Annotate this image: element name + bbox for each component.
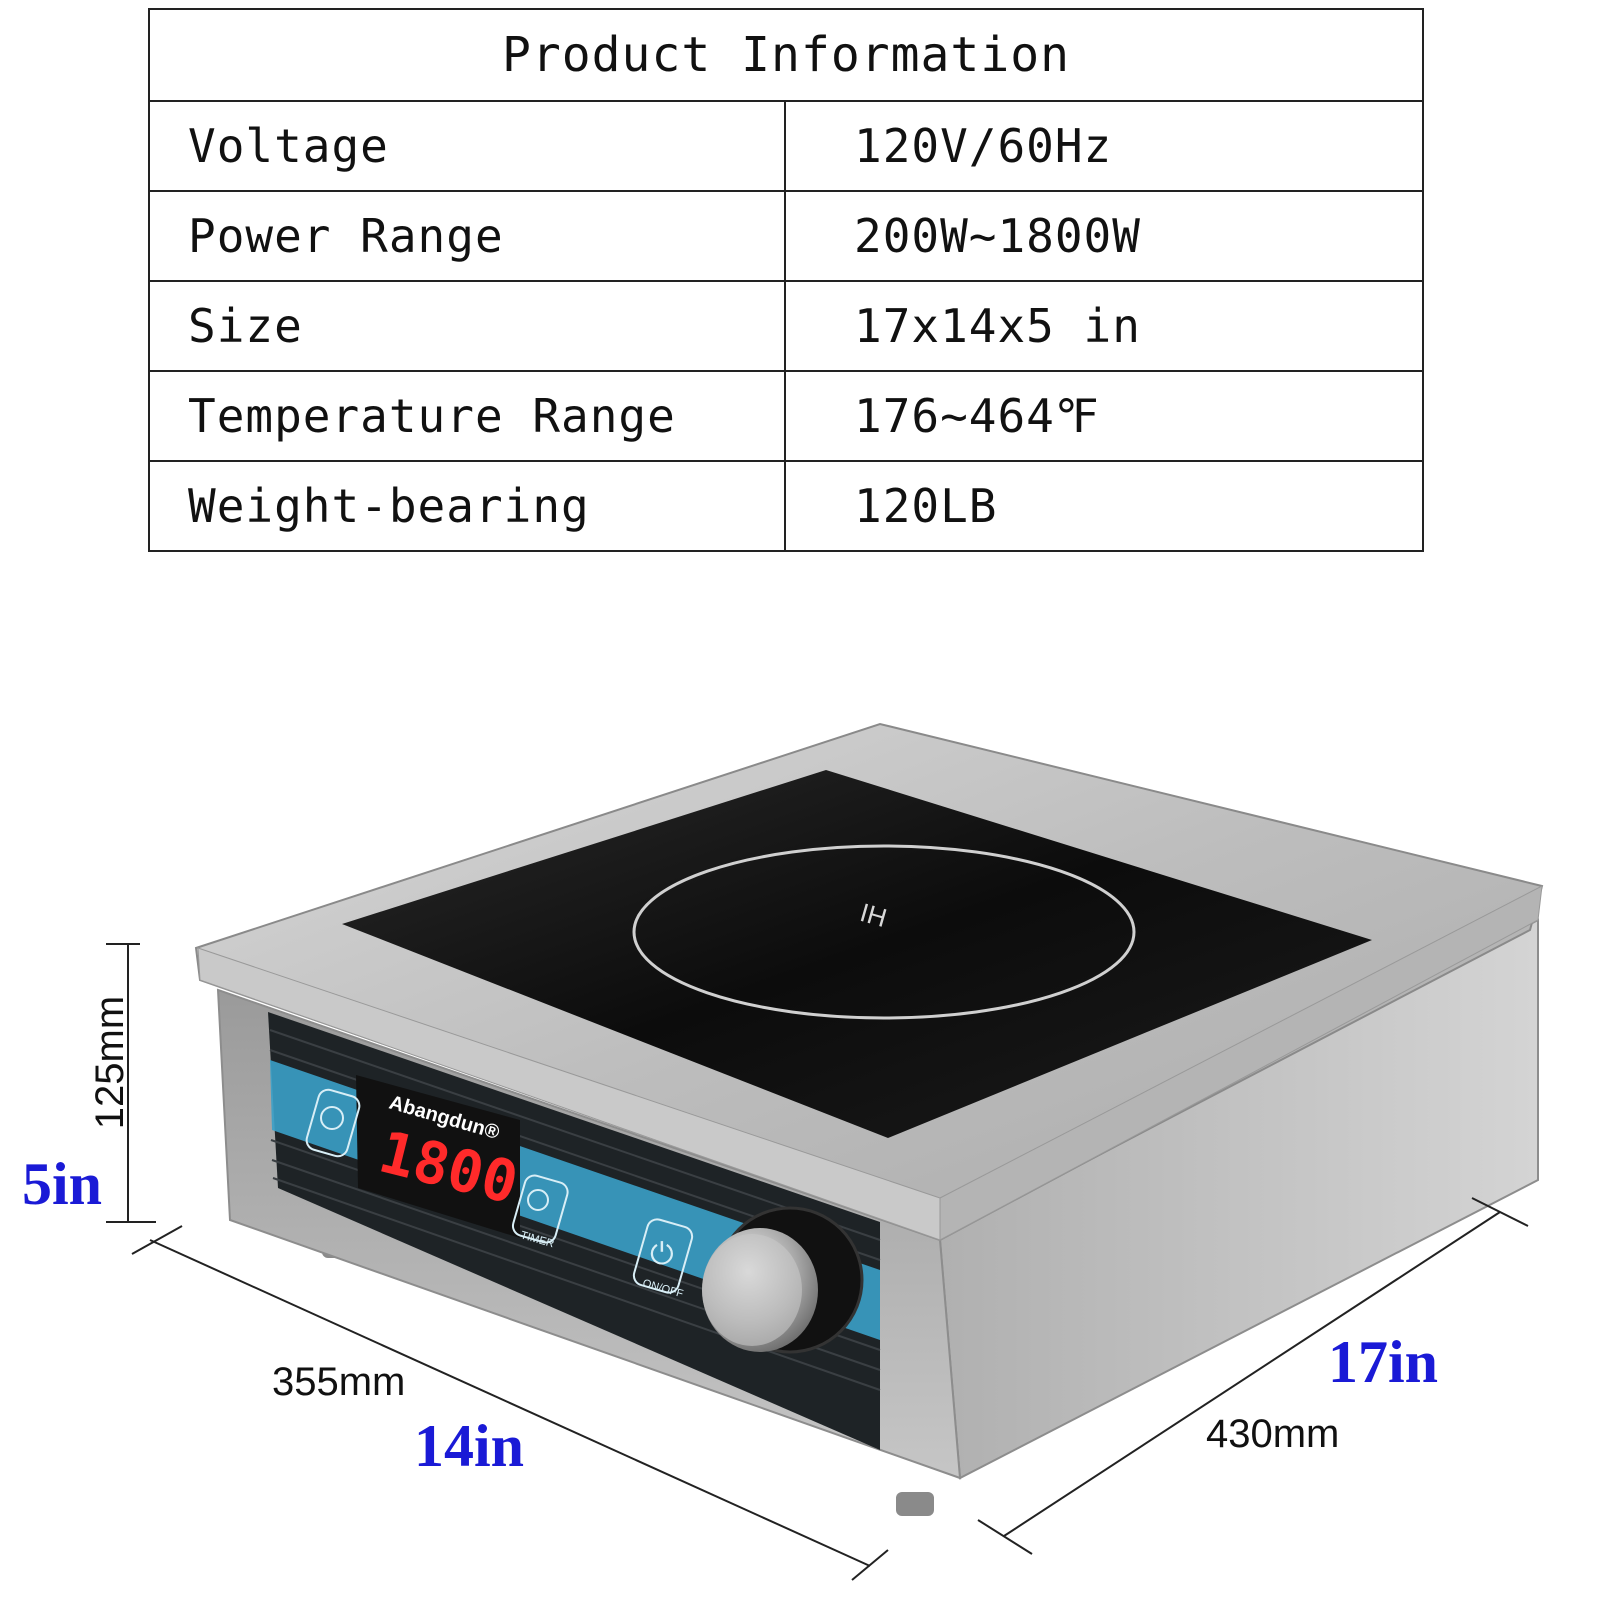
table-title: Product Information [148,8,1424,102]
table-row: Size 17x14x5 in [148,280,1424,372]
power-icon: ⏻ [650,1237,674,1272]
cooking-zone-ring [632,844,1136,1020]
display-frame [356,1075,520,1238]
glass-cooktop [342,770,1372,1138]
depth-dimension-line [977,1197,1529,1555]
row-value: 120LB [784,460,1424,552]
height-dimension-line [106,943,156,1223]
row-label: Size [148,280,786,372]
row-label: Temperature Range [148,370,786,462]
row-label: Voltage [148,100,786,192]
side-rim [939,885,1543,1241]
height-in-label: 5in [22,1151,103,1217]
row-label: Power Range [148,190,786,282]
table-header-row: Product Information [148,8,1424,102]
depth-mm-label: 430mm [1206,1412,1340,1456]
width-dimension-line [131,1225,889,1581]
row-value: 200W~1800W [784,190,1424,282]
power-knob[interactable] [702,1206,864,1354]
row-value: 17x14x5 in [784,280,1424,372]
depth-in-label: 17in [1328,1329,1439,1395]
mode-button[interactable] [304,1087,361,1158]
table-row: Weight-bearing 120LB [148,460,1424,552]
table-row: Voltage 120V/60Hz [148,100,1424,192]
width-mm-label: 355mm [272,1360,406,1404]
width-in-label: 14in [414,1413,525,1479]
product-info-table: Product Information Voltage 120V/60Hz Po… [148,8,1424,552]
row-label: Weight-bearing [148,460,786,552]
height-mm-label: 125mm [88,995,133,1130]
row-value: 176~464℉ [784,370,1424,462]
table-row: Temperature Range 176~464℉ [148,370,1424,462]
table-row: Power Range 200W~1800W [148,190,1424,282]
row-value: 120V/60Hz [784,100,1424,192]
